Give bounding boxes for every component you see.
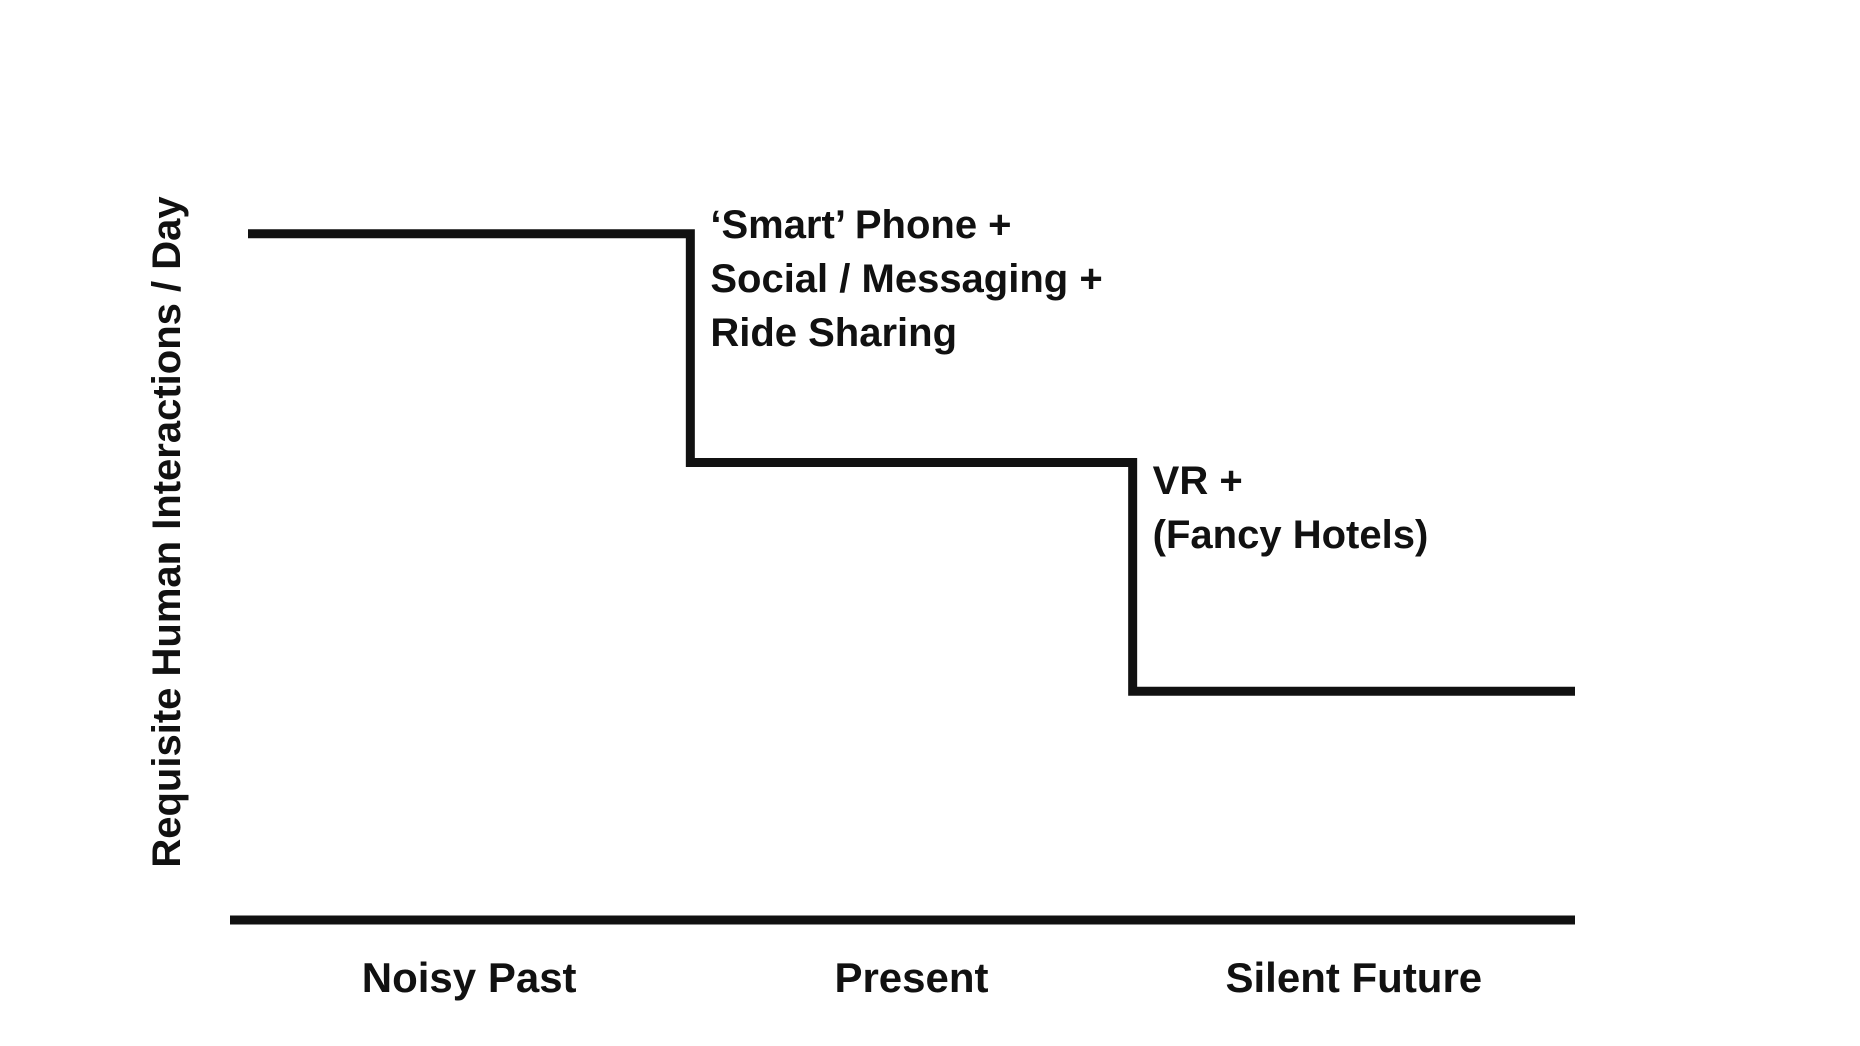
annotation-line: ‘Smart’ Phone +: [710, 203, 1011, 247]
annotation-text: ‘Smart’ Phone + Social / Messaging + Ride …: [710, 203, 1102, 355]
y-axis-label: Requisite Human Interactions / Day: [145, 196, 189, 868]
annotation-text: VR + (Fancy Hotels): [1153, 459, 1429, 557]
annotation-line: Ride Sharing: [710, 311, 957, 355]
annotations: ‘Smart’ Phone + Social / Messaging + Ride …: [710, 203, 1428, 557]
x-tick-label: Noisy Past: [362, 954, 577, 1001]
annotation-line: Social / Messaging +: [710, 257, 1102, 301]
annotation-line: VR +: [1153, 459, 1243, 503]
x-tick-label: Silent Future: [1225, 954, 1482, 1001]
x-tick-label: Present: [834, 954, 988, 1001]
annotation-line: (Fancy Hotels): [1153, 513, 1429, 557]
step-series-line: [248, 229, 1575, 696]
x-tick-labels: Noisy Past Present Silent Future: [362, 954, 1482, 1001]
